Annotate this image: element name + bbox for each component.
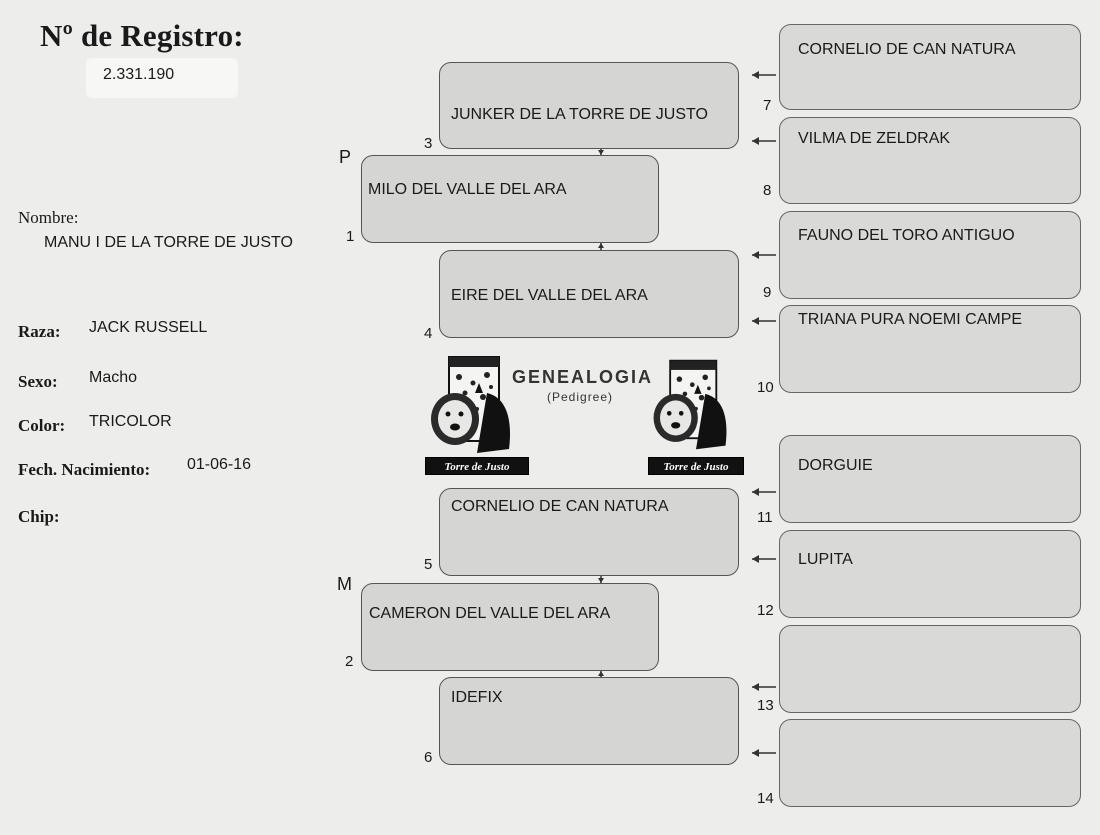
ancestor-name-8: VILMA DE ZELDRAK <box>798 130 951 147</box>
ancestor-number-9: 9 <box>763 284 772 301</box>
fecha-nacimiento-value: 01-06-16 <box>187 456 252 473</box>
padre-label: P <box>339 147 352 167</box>
color-label: Color: <box>18 416 66 435</box>
ancestor-number-2: 2 <box>345 653 354 670</box>
pedigree-box-11 <box>779 435 1081 523</box>
raza-label: Raza: <box>18 322 61 341</box>
pedigree-box-14 <box>779 719 1081 807</box>
nombre-value: MANU I DE LA TORRE DE JUSTO <box>44 234 293 251</box>
ancestor-name-5: CORNELIO DE CAN NATURA <box>451 498 669 515</box>
tower-dog-icon <box>431 356 511 453</box>
ancestor-name-6: IDEFIX <box>451 689 503 706</box>
ancestor-number-14: 14 <box>757 790 774 807</box>
torre-de-justo-logo-left: Torre de Justo <box>425 353 529 475</box>
pedigree-box-4 <box>439 250 739 338</box>
ancestor-name-1: MILO DEL VALLE DEL ARA <box>368 181 567 198</box>
ancestor-name-11: DORGUIE <box>798 457 873 474</box>
pedigree-box-7 <box>779 24 1081 110</box>
pedigree-box-6 <box>439 677 739 765</box>
ancestor-name-4: EIRE DEL VALLE DEL ARA <box>451 287 648 304</box>
ancestor-number-5: 5 <box>424 556 433 573</box>
sexo-label: Sexo: <box>18 372 58 391</box>
pedigree-box-3 <box>439 62 739 149</box>
ancestor-number-1: 1 <box>346 228 355 245</box>
torre-de-justo-logo-right: Torre de Justo <box>648 353 744 475</box>
pedigree-box-5 <box>439 488 739 576</box>
ancestor-name-9: FAUNO DEL TORO ANTIGUO <box>798 227 1015 244</box>
ancestor-name-3: JUNKER DE LA TORRE DE JUSTO <box>451 106 708 123</box>
madre-label: M <box>337 574 352 594</box>
tower-dog-icon <box>653 359 727 450</box>
ancestor-number-8: 8 <box>763 182 772 199</box>
pedigree-box-12 <box>779 530 1081 618</box>
registro-field <box>86 58 238 98</box>
ancestor-number-3: 3 <box>424 135 433 152</box>
ancestor-name-10: TRIANA PURA NOEMI CAMPE <box>798 311 1023 328</box>
chip-label: Chip: <box>18 507 60 526</box>
pedigree-box-9 <box>779 211 1081 299</box>
pedigree-box-13 <box>779 625 1081 713</box>
registro-value: 2.331.190 <box>103 66 175 83</box>
nombre-label: Nombre: <box>18 208 79 227</box>
genealogia-title: GENEALOGIA <box>512 367 654 387</box>
color-value: TRICOLOR <box>89 413 172 430</box>
pedigree-box-1 <box>361 155 659 243</box>
ancestor-name-7: CORNELIO DE CAN NATURA <box>798 41 1016 58</box>
sexo-value: Macho <box>89 369 138 386</box>
ancestor-name-2: CAMERON DEL VALLE DEL ARA <box>369 605 611 622</box>
ancestor-name-12: LUPITA <box>798 551 853 568</box>
ancestor-number-11: 11 <box>757 509 773 526</box>
torre-de-justo-badge-left: Torre de Justo <box>425 457 529 475</box>
ancestor-number-6: 6 <box>424 749 433 766</box>
raza-value: JACK RUSSELL <box>89 319 208 336</box>
torre-de-justo-badge-right: Torre de Justo <box>648 457 744 475</box>
ancestor-number-7: 7 <box>763 97 772 114</box>
pedigree-box-2 <box>361 583 659 671</box>
ancestor-number-10: 10 <box>757 379 774 396</box>
ancestor-number-13: 13 <box>757 697 774 714</box>
registro-label: Nº de Registro: <box>40 18 244 53</box>
ancestor-number-4: 4 <box>424 325 433 342</box>
pedigree-box-10 <box>779 305 1081 393</box>
pedigree-box-8 <box>779 117 1081 204</box>
fecha-nacimiento-label: Fech. Nacimiento: <box>18 460 151 479</box>
pedigree-subtitle: (Pedigree) <box>547 390 614 404</box>
ancestor-number-12: 12 <box>757 602 774 619</box>
